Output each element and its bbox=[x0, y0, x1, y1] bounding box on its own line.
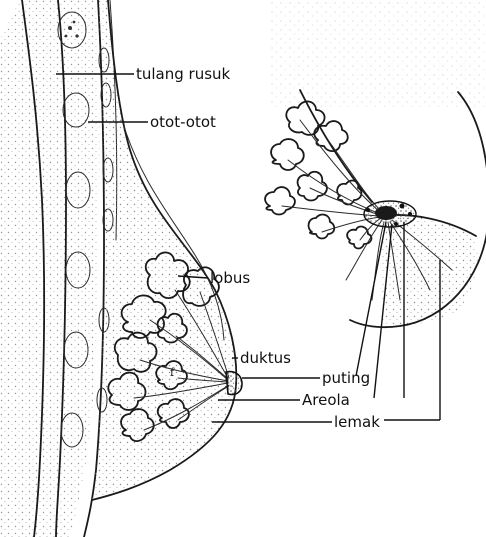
areola-gland bbox=[400, 204, 405, 209]
nipple-front bbox=[364, 201, 416, 227]
areola-gland bbox=[408, 212, 412, 216]
areola-gland bbox=[366, 208, 370, 212]
breast-front-view bbox=[265, 90, 486, 420]
chest-wall-fill bbox=[0, 0, 99, 537]
rib-dot bbox=[75, 34, 78, 37]
nipple-side bbox=[226, 372, 242, 395]
lobe bbox=[309, 215, 335, 239]
rib-dot bbox=[73, 21, 76, 24]
label-lobus: lobus bbox=[210, 269, 250, 287]
label-otot-otot: otot-otot bbox=[150, 113, 216, 131]
label-tulang-rusuk: tulang rusuk bbox=[136, 65, 231, 83]
nipple-front-center bbox=[375, 206, 397, 220]
rib-dot bbox=[68, 26, 72, 30]
label-areola: Areola bbox=[302, 391, 350, 409]
lobe bbox=[265, 187, 295, 214]
lobe bbox=[298, 172, 327, 201]
rib-dot bbox=[65, 35, 68, 38]
duct bbox=[288, 160, 380, 214]
lobe bbox=[271, 139, 304, 170]
label-puting: puting bbox=[322, 369, 370, 387]
label-lemak: lemak bbox=[334, 413, 380, 431]
front-fill bbox=[380, 215, 477, 324]
duct bbox=[328, 140, 382, 212]
label-duktus: duktus bbox=[240, 349, 291, 367]
areola-gland bbox=[394, 222, 398, 226]
